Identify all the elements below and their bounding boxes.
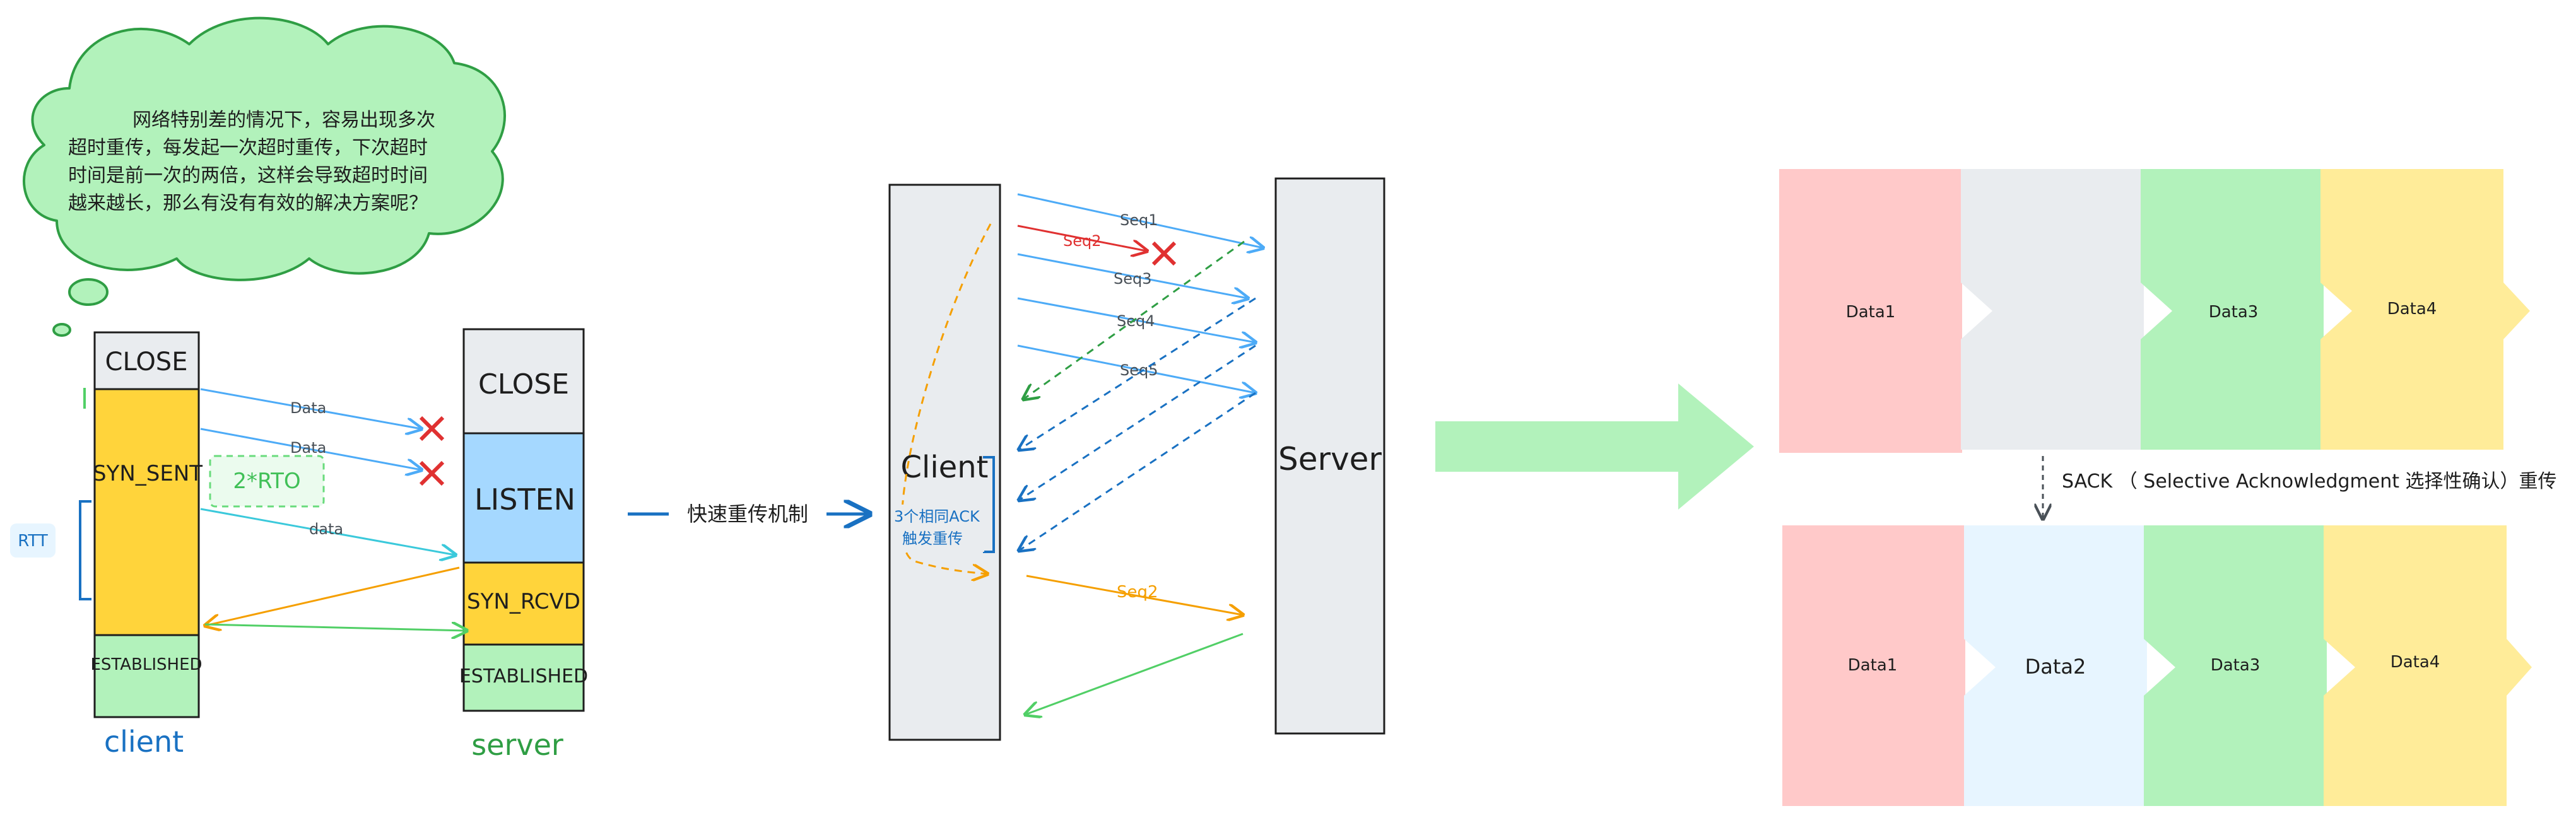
cloud-dot-small <box>52 323 71 337</box>
top-data2-block <box>1961 169 2144 450</box>
data-arrow-1-label: Data <box>290 399 326 417</box>
bubble-line-1: 网络特别差的情况下，容易出现多次 <box>132 109 435 131</box>
fast-retransmit-diagram: Client Server Seq1 Seq2 Seq3 Seq4 Seq5 3… <box>888 177 1385 741</box>
lost-packet-icon-2 <box>419 460 445 486</box>
dup-ack-note-line-2: 触发重传 <box>902 530 963 547</box>
client-established-box <box>93 634 200 718</box>
seq1-arrow <box>1017 193 1263 248</box>
bottom-data4-block <box>2324 525 2532 806</box>
cloud-shape <box>23 16 506 281</box>
connector-label: 快速重传机制 <box>687 502 808 526</box>
server-synrcvd-label: SYN_RCVD <box>467 589 580 614</box>
top-data1-block <box>1779 169 1962 453</box>
client-close-label: CLOSE <box>105 348 188 377</box>
bottom-data1-block <box>1782 525 1965 806</box>
middle-server-bar <box>1274 177 1385 735</box>
data-arrow-2-label: Data <box>290 439 326 457</box>
top-data1-label: Data1 <box>1846 303 1896 322</box>
client-synsent-box <box>93 388 200 636</box>
bottom-data3-block <box>2144 525 2327 806</box>
lost-packet-icon-1 <box>419 416 445 441</box>
dup-ack-note-line-1: 3个相同ACK <box>894 508 980 525</box>
bottom-data1-label: Data1 <box>1848 656 1898 675</box>
server-established-label: ESTABLISHED <box>459 665 588 687</box>
client-label: client <box>104 725 184 759</box>
top-data3-block <box>2141 169 2324 450</box>
middle-server-label: Server <box>1278 441 1382 477</box>
data-arrow-3 <box>200 508 456 555</box>
seq2-label: Seq2 <box>1063 232 1102 250</box>
seq4-label: Seq4 <box>1117 312 1155 330</box>
cloud-dot-large <box>68 278 109 306</box>
server-synrcvd-box <box>462 561 585 646</box>
top-data4-label: Data4 <box>2387 300 2437 318</box>
top-data4-block <box>2320 169 2530 450</box>
client-established-label: ESTABLISHED <box>90 655 202 674</box>
seq2-lost-icon <box>1151 241 1177 266</box>
sack-label: SACK （ Selective Acknowledgment 选择性确认）重传 <box>2062 470 2557 493</box>
seq2-retransmit-label: Seq2 <box>1117 583 1158 602</box>
seq2-arrow <box>1017 225 1147 251</box>
final-ack-arrow <box>1025 633 1244 715</box>
server-listen-label: LISTEN <box>474 482 575 517</box>
seq3-label: Seq3 <box>1114 270 1152 288</box>
seq4-arrow <box>1017 297 1256 342</box>
seq1-label: Seq1 <box>1120 211 1158 229</box>
rtt-bracket <box>79 500 91 600</box>
seq3-arrow <box>1017 253 1248 298</box>
client-synsent-label: SYN_SENT <box>93 461 203 486</box>
server-close-label: CLOSE <box>478 368 569 400</box>
bottom-data2-label: Data2 <box>2025 655 2086 679</box>
sack-bottom-row: Data1 Data2 Data3 Data4 <box>1782 525 2532 806</box>
dup-ack-3 <box>1019 392 1256 551</box>
dup-ack-2 <box>1019 344 1256 500</box>
dup-ack-bracket <box>983 456 995 553</box>
data-arrow-1 <box>200 388 421 429</box>
data-arrow-3-label: data <box>309 520 343 538</box>
retransmit-trigger-curve <box>900 223 992 574</box>
syn-ack-arrow <box>205 566 460 626</box>
bottom-data2-block <box>1964 525 2147 806</box>
rtt-label: RTT <box>18 532 48 551</box>
fast-retransmit-connector: 快速重传机制 <box>628 498 869 529</box>
server-label: server <box>471 728 563 762</box>
server-established-box <box>462 643 585 712</box>
rto-label: 2*RTO <box>233 469 300 494</box>
dup-ack-1 <box>1019 297 1256 450</box>
bottom-data3-label: Data3 <box>2211 656 2261 675</box>
client-close-box <box>93 331 200 390</box>
rto-box <box>209 455 325 508</box>
seq5-arrow <box>1017 344 1256 393</box>
sack-top-row: Data1 Data3 Data4 <box>1779 169 2530 453</box>
sack-diagram: Data1 Data3 Data4 SACK （ Selective Ackno… <box>1779 169 2557 806</box>
big-right-arrow <box>1435 383 1754 510</box>
handshake-diagram: CLOSE SYN_SENT ESTABLISHED client CLOSE … <box>10 328 588 762</box>
bottom-data4-label: Data4 <box>2391 653 2440 672</box>
middle-client-label: Client <box>901 450 989 485</box>
bubble-line-3: 时间是前一次的两倍，这样会导致超时时间 <box>68 165 428 187</box>
thought-bubble: 网络特别差的情况下，容易出现多次 超时重传，每发起一次超时重传，下次超时 时间是… <box>23 16 506 337</box>
seq2-retransmit-arrow <box>1026 575 1243 615</box>
rtt-badge <box>10 523 56 558</box>
bubble-line-4: 越来越长，那么有没有有效的解决方案呢？ <box>68 192 428 214</box>
top-data3-label: Data3 <box>2209 303 2259 322</box>
ack-arrow <box>204 624 467 631</box>
ack-dashed-green <box>1023 240 1245 399</box>
bubble-line-2: 超时重传，每发起一次超时重传，下次超时 <box>68 137 428 159</box>
data-arrow-2 <box>200 428 421 470</box>
server-listen-box <box>462 432 585 564</box>
